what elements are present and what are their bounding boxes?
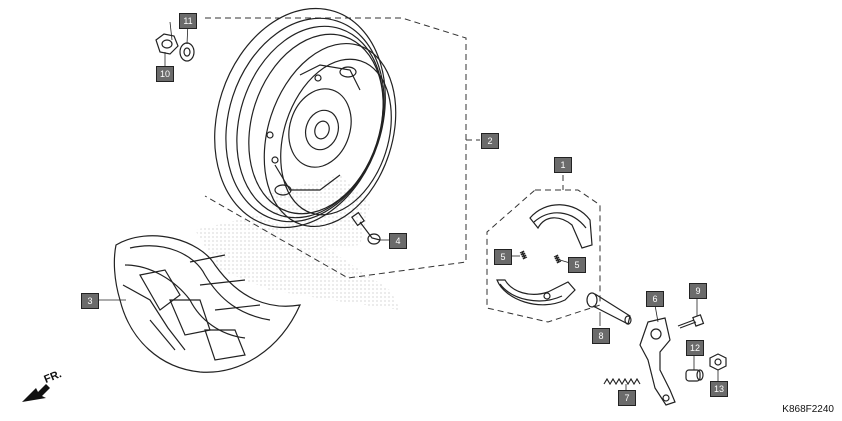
wheel-rim bbox=[214, 7, 397, 229]
brake-shoes bbox=[496, 204, 593, 306]
callout-11: 11 bbox=[179, 13, 197, 29]
catalog-code: K868F2240 bbox=[782, 404, 834, 415]
bolt bbox=[677, 314, 705, 329]
callout-5-right: 5 bbox=[568, 257, 586, 273]
collar-and-nut bbox=[685, 353, 727, 382]
callout-2: 2 bbox=[481, 133, 499, 149]
front-direction-arrow-icon bbox=[22, 384, 50, 402]
callout-7: 7 bbox=[618, 390, 636, 406]
callout-12: 12 bbox=[686, 340, 704, 356]
callout-1: 1 bbox=[554, 157, 572, 173]
stipple-shadow bbox=[195, 175, 400, 310]
callout-10: 10 bbox=[156, 66, 174, 82]
nut-and-washer bbox=[155, 33, 195, 62]
callout-6: 6 bbox=[646, 291, 664, 307]
brake-springs bbox=[519, 250, 562, 264]
callout-3: 3 bbox=[81, 293, 99, 309]
assembly-boundary-wheel bbox=[204, 17, 480, 279]
air-valve bbox=[351, 211, 381, 245]
return-spring bbox=[603, 377, 641, 386]
callout-5-left: 5 bbox=[494, 249, 512, 265]
callout-8: 8 bbox=[592, 328, 610, 344]
callout-4: 4 bbox=[389, 233, 407, 249]
assembly-boundary-brake-shoe bbox=[486, 175, 601, 323]
callout-9: 9 bbox=[689, 283, 707, 299]
callout-13: 13 bbox=[710, 381, 728, 397]
brake-cam bbox=[586, 292, 632, 325]
leader-lines bbox=[97, 21, 719, 390]
brake-arm bbox=[639, 317, 676, 406]
